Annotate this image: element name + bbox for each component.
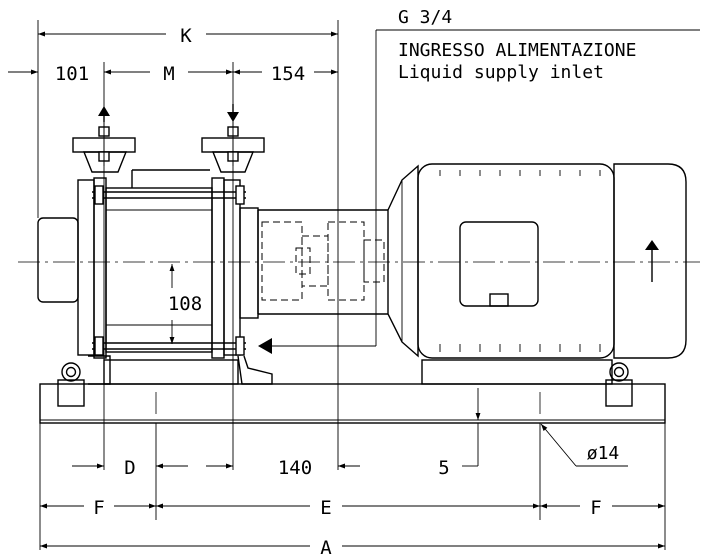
pump-body bbox=[37, 169, 259, 359]
inlet-thread-label: G 3/4 bbox=[398, 7, 452, 28]
dim-k-label: K bbox=[180, 25, 192, 47]
dim-e-label: E bbox=[320, 497, 331, 519]
dim-f-right-label: F bbox=[590, 497, 601, 519]
dim-m-label: M bbox=[163, 63, 174, 85]
dim-140-label: 140 bbox=[278, 457, 312, 479]
dim-108-label: 108 bbox=[168, 293, 202, 315]
motor bbox=[387, 163, 687, 385]
center-lines bbox=[18, 261, 700, 415]
baseplate bbox=[39, 383, 666, 424]
inlet-marker-icon bbox=[258, 338, 272, 354]
dim-5-label: 5 bbox=[438, 457, 449, 479]
motor-fan-cover bbox=[613, 163, 687, 359]
liquid-inlet-leader bbox=[270, 29, 700, 347]
inlet-label-english: Liquid supply inlet bbox=[398, 62, 604, 83]
dim-101-label: 101 bbox=[55, 63, 89, 85]
dim-d-label: D bbox=[124, 457, 135, 479]
inlet-label-italian: INGRESSO ALIMENTAZIONE bbox=[398, 40, 636, 61]
lifting-eye-left bbox=[57, 362, 85, 407]
dim-dia14-label: ø14 bbox=[587, 443, 620, 464]
pump-supports bbox=[88, 355, 273, 385]
motor-foot bbox=[421, 359, 613, 385]
dimension-lines bbox=[8, 31, 665, 549]
dim-a-label: A bbox=[320, 537, 332, 555]
lifting-eye-right bbox=[605, 362, 633, 407]
dim-f-left-label: F bbox=[93, 497, 104, 519]
dim-154-label: 154 bbox=[271, 63, 305, 85]
